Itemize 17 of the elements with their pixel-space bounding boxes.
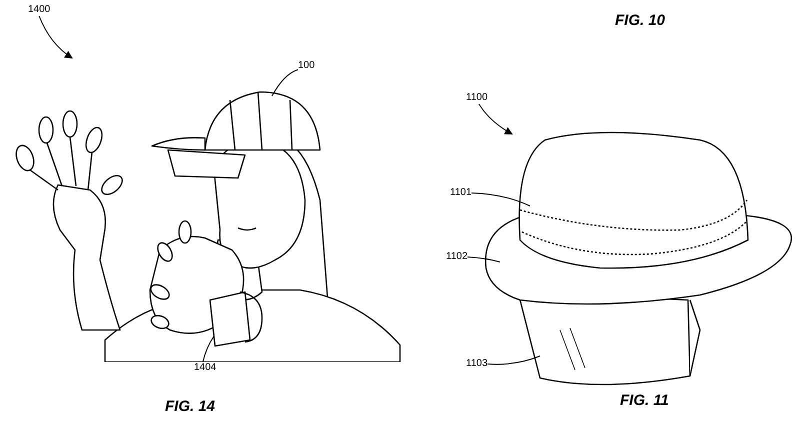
leader-line <box>202 336 214 362</box>
reference-numeral: 1103 <box>466 358 488 370</box>
reference-numeral: 1400 <box>28 4 50 16</box>
reference-arrow <box>478 104 513 134</box>
reference-numeral: 1100 <box>466 92 488 104</box>
leader-line <box>467 256 500 262</box>
figure-label: FIG. 11 <box>620 392 669 409</box>
reference-numeral: 1102 <box>446 251 468 263</box>
leader-line <box>471 192 530 206</box>
leader-line <box>272 69 298 96</box>
reference-arrow <box>38 16 73 59</box>
figure-label: FIG. 14 <box>165 398 216 415</box>
reference-numeral: 100 <box>298 60 315 72</box>
figure-label: FIG. 10 <box>615 12 666 29</box>
reference-numeral: 1101 <box>450 187 472 199</box>
leader-line <box>487 356 540 365</box>
reference-numeral: 1404 <box>194 362 216 374</box>
